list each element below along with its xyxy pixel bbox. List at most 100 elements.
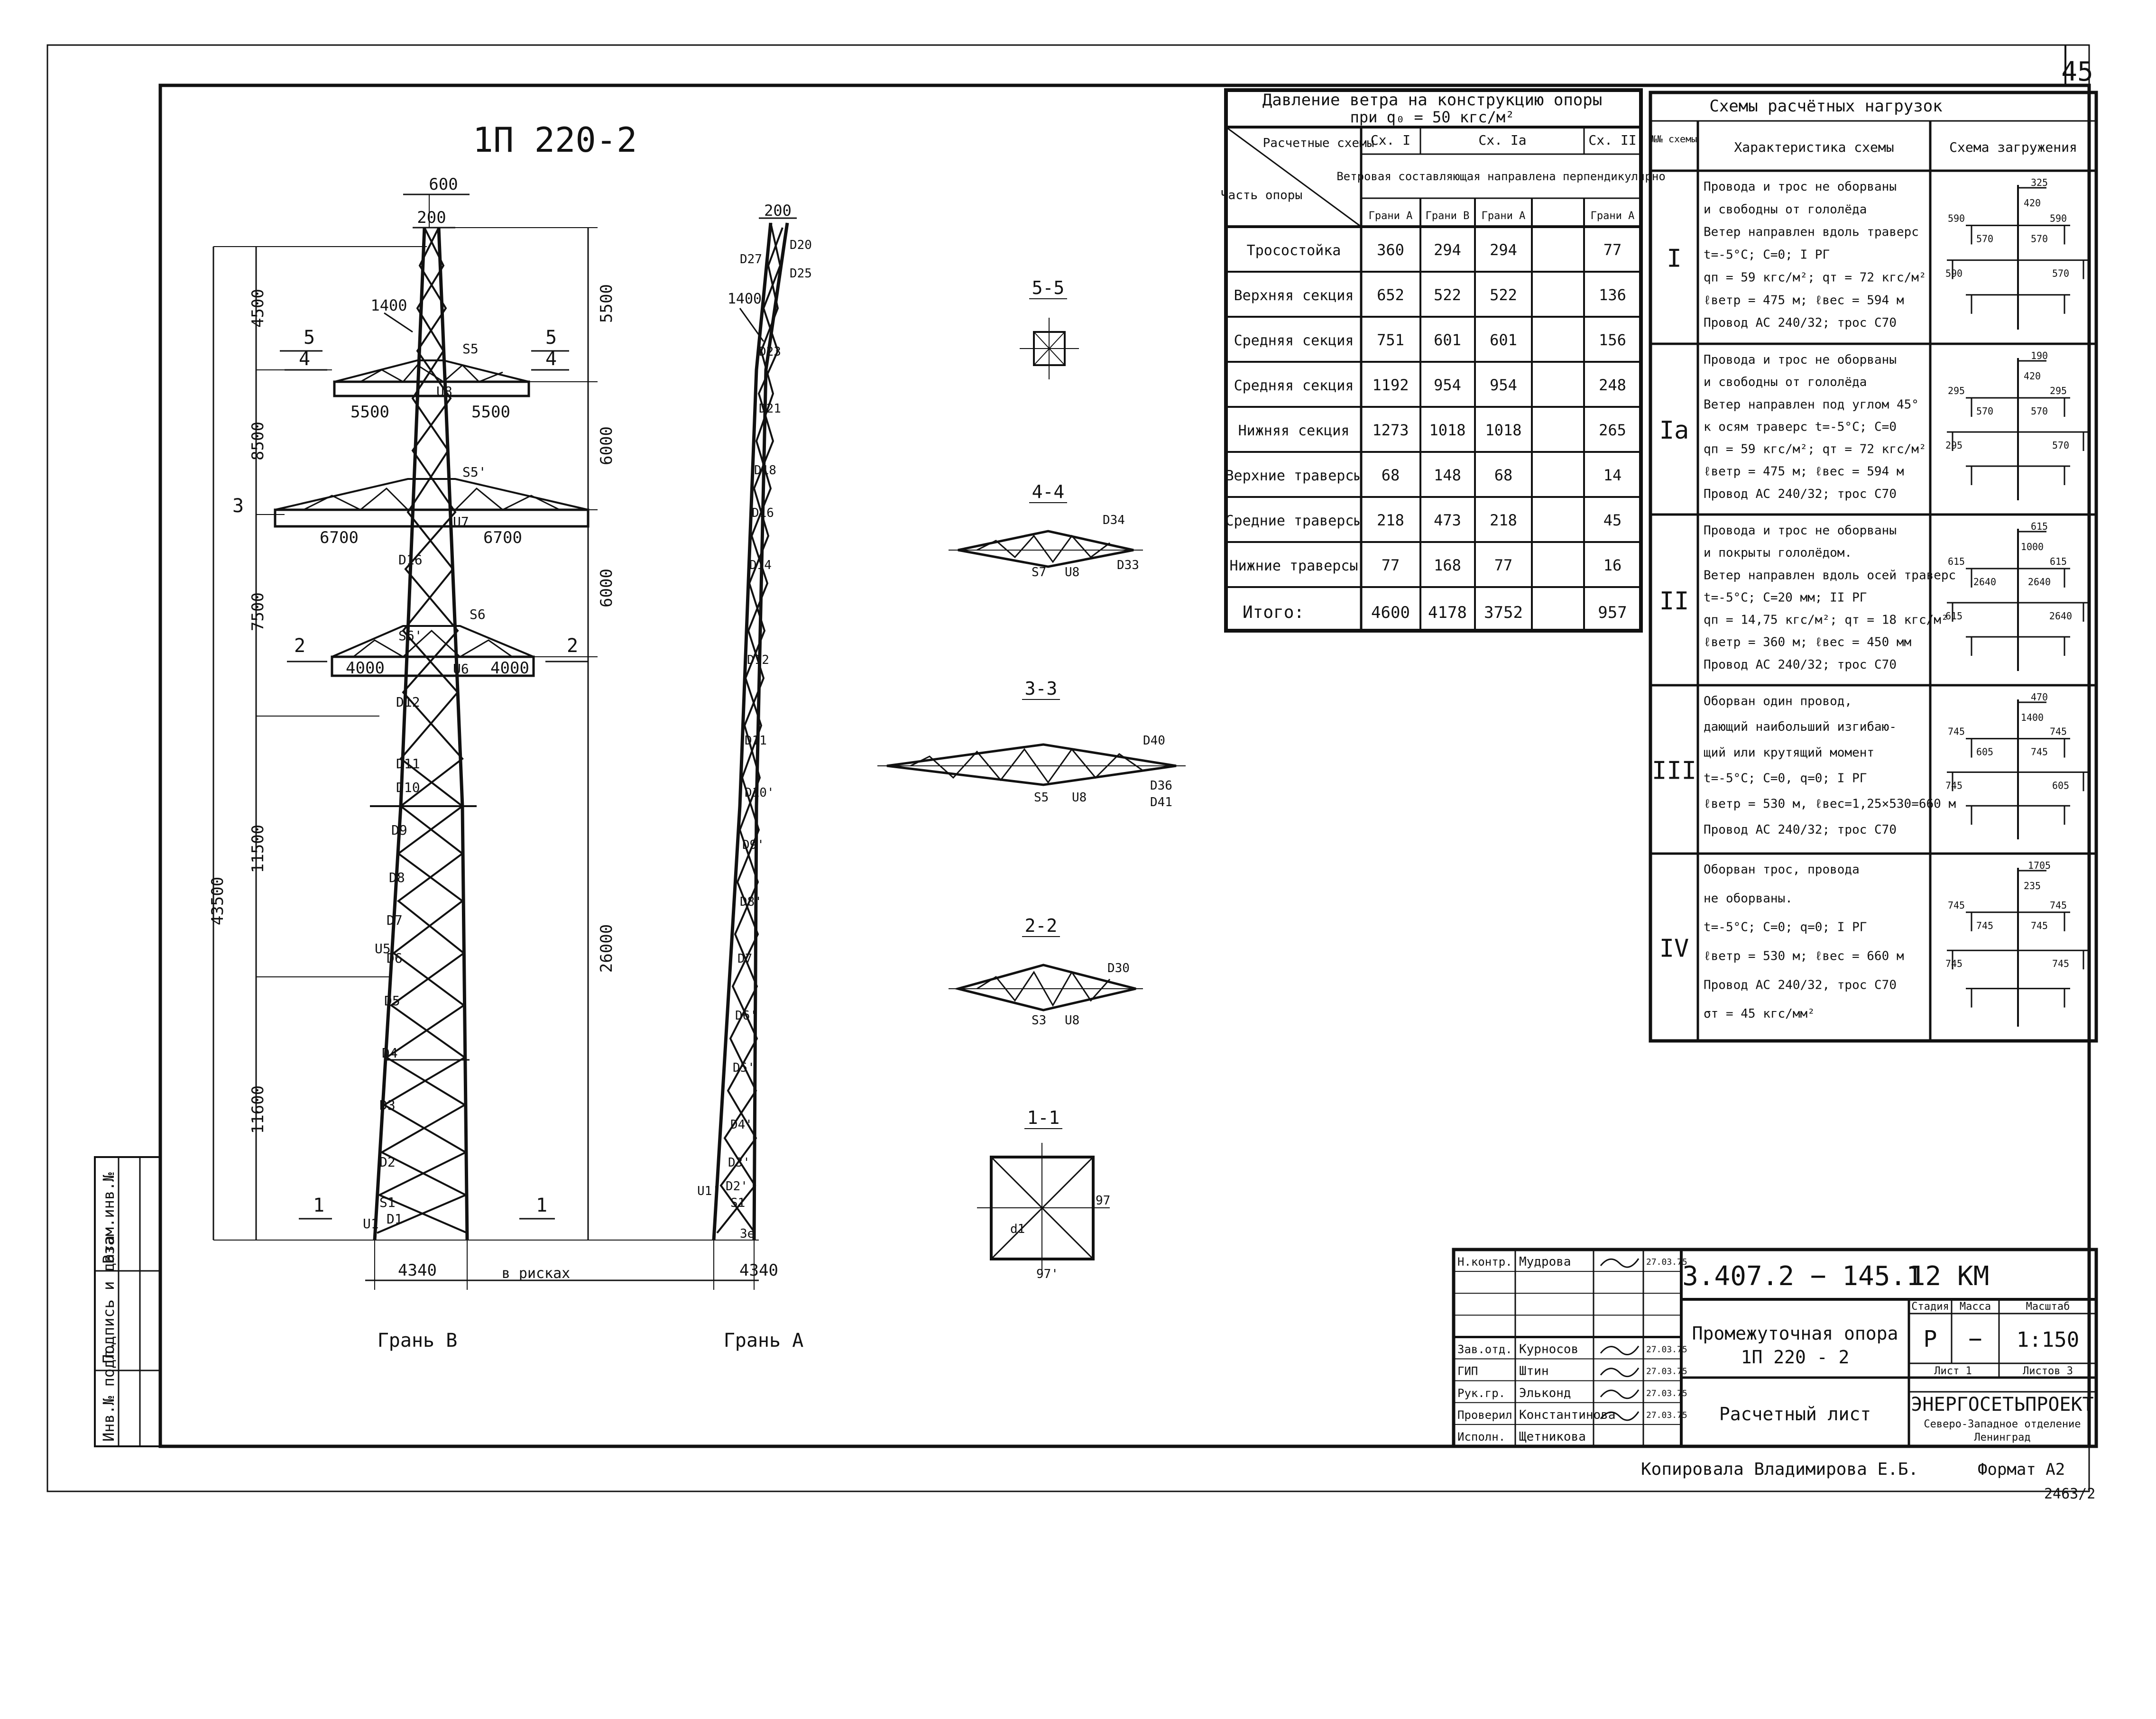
row-value: 248 xyxy=(1599,376,1626,394)
staff-row: Н.контр. Мудрова xyxy=(1457,1255,1571,1269)
peak-brace-a: 1400 xyxy=(728,291,762,307)
member-label: D9 xyxy=(391,822,407,838)
member-label: S5' xyxy=(462,464,487,480)
member-label: D11 xyxy=(745,734,767,748)
row-value: 77 xyxy=(1494,556,1513,574)
col-no-head: №№ схемы xyxy=(1651,133,1697,145)
col-scheme-head: Схема загружения xyxy=(1949,139,2077,155)
arm-upper-left: 5500 xyxy=(350,403,389,422)
scheme-line: ℓветр = 475 м; ℓвес = 594 м xyxy=(1704,465,1904,479)
load-value: 605 xyxy=(2052,780,2069,791)
member-label: U1 xyxy=(363,1216,379,1232)
row-value: 77 xyxy=(1382,556,1400,574)
cut-2-right: 2 xyxy=(567,635,578,657)
member-label: U6 xyxy=(453,661,469,677)
diag-top: Расчетные схемы xyxy=(1263,136,1374,150)
row-part: Верхние траверсы xyxy=(1225,468,1363,484)
member-label: d1 xyxy=(1010,1222,1025,1236)
scheme-line: ℓветр = 530 м; ℓвес = 660 м xyxy=(1704,949,1904,964)
section-3-3: 3-3 D40 S5 U8 D36 D41 xyxy=(877,678,1186,809)
member-label: D30 xyxy=(1107,961,1130,975)
base-note: в рисках xyxy=(502,1265,571,1282)
row-value: 68 xyxy=(1382,466,1400,484)
staff-name: Штин xyxy=(1519,1364,1549,1379)
tower-face-b: 1П 220-2 600 200 5500 5500 6700 6700 xyxy=(208,120,759,1351)
row-value: 16 xyxy=(1603,556,1622,574)
object-name-2: 1П 220 - 2 xyxy=(1741,1347,1850,1368)
scheme-line: Ветер направлен вдоль траверс xyxy=(1704,225,1919,239)
member-label: U7 xyxy=(453,514,469,530)
staff-row: Зав.отд.Курносов xyxy=(1457,1342,1578,1357)
staff-date: 27.03.75 xyxy=(1646,1345,1687,1355)
load-value: 745 xyxy=(2031,920,2048,931)
signature xyxy=(1600,1411,1640,1421)
member-label: D34 xyxy=(1103,513,1125,527)
scheme-line: Провод АС 240/32; трос С70 xyxy=(1704,658,1897,672)
scheme-line: ℓветр = 360 м; ℓвес = 450 мм xyxy=(1704,635,1911,650)
cut-4-right: 4 xyxy=(545,348,557,370)
stage-value: Р xyxy=(1924,1326,1937,1352)
diag-bottom: Часть опоры xyxy=(1221,188,1302,202)
org-name: ЭНЕРГОСЕТЬПРОЕКТ xyxy=(1911,1394,2093,1416)
load-value: 2640 xyxy=(2049,610,2072,622)
col-head-3: Сх. II xyxy=(1588,132,1636,148)
staff-name: Мудрова xyxy=(1519,1255,1571,1269)
member-label: U5 xyxy=(375,941,391,956)
scheme-number: II xyxy=(1659,587,1689,616)
dim-left-4: 11500 xyxy=(249,825,267,873)
peak-brace-dim: 1400 xyxy=(370,296,407,314)
member-label: U8 xyxy=(1065,565,1079,579)
load-value: 745 xyxy=(2050,726,2067,737)
scheme-line: Провода и трос не оборваны xyxy=(1704,180,1897,194)
row-part: Нижняя секция xyxy=(1238,423,1350,439)
member-label: S7 xyxy=(1032,565,1046,579)
member-label: D2' xyxy=(726,1179,748,1194)
staff-row: Рук.гр.Эльконд xyxy=(1457,1386,1571,1400)
member-label: D9' xyxy=(742,838,765,852)
dim-right-3: 6000 xyxy=(597,569,616,607)
staff-role: Н.контр. xyxy=(1457,1255,1512,1269)
member-label: D40 xyxy=(1143,734,1165,748)
load-value: 295 xyxy=(2050,385,2067,396)
staff-role: Рук.гр. xyxy=(1457,1387,1505,1400)
load-value: 570 xyxy=(2052,268,2069,279)
col-head-2: Сх. Iа xyxy=(1478,132,1526,148)
middle-arm: 6700 6700 xyxy=(274,478,590,547)
total-value: 4178 xyxy=(1428,603,1467,622)
staff-name: Щетникова xyxy=(1519,1430,1586,1444)
cut-1-left: 1 xyxy=(313,1195,324,1216)
row-value: 360 xyxy=(1377,241,1404,259)
row-value: 218 xyxy=(1490,511,1517,529)
scheme-number: I xyxy=(1667,245,1681,273)
cut-4-left: 4 xyxy=(299,348,310,370)
member-label: D27 xyxy=(740,252,762,267)
load-value: 745 xyxy=(1945,958,1963,969)
section-1-1: 1-1 d1 97 97' xyxy=(977,1107,1110,1281)
face-head: Грани А xyxy=(1482,210,1526,222)
section-label: 2-2 xyxy=(1025,915,1058,936)
cut-3: 3 xyxy=(232,495,244,517)
cut-1-right: 1 xyxy=(536,1195,547,1216)
title-block: 3.407.2 − 145.1 12 КМ Промежуточная опор… xyxy=(1452,1248,2098,1448)
scheme-number: III xyxy=(1652,757,1696,785)
member-label: D14 xyxy=(749,558,772,572)
lower-arm: 4000 4000 xyxy=(331,625,535,678)
load-value: 590 xyxy=(1948,212,1965,224)
total-value: 4600 xyxy=(1371,603,1410,622)
row-value: 522 xyxy=(1434,286,1461,304)
member-label: U8 xyxy=(436,384,452,399)
staff-date: 27.03.75 xyxy=(1646,1257,1687,1267)
scheme-line: дающий наибольший изгибаю- xyxy=(1704,720,1897,734)
scale-value: 1:150 xyxy=(2017,1328,2079,1352)
load-value: 570 xyxy=(1976,233,1993,244)
staff-name: Курносов xyxy=(1519,1342,1578,1357)
section-2-2: 2-2 D30 S3 U8 xyxy=(949,915,1143,1028)
member-label: D10 xyxy=(396,780,420,795)
staff-role: ГИП xyxy=(1457,1365,1478,1378)
